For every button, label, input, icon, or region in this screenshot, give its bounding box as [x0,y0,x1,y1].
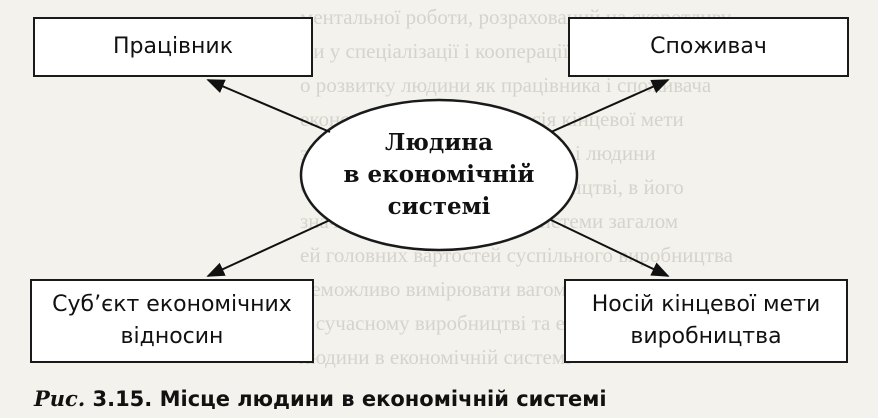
caption-text: Місце людини в економічній системі [159,387,607,411]
center-ellipse [299,98,579,252]
consumer-box: Споживач [568,17,849,77]
economic-subject-label-line-1: Суб’єкт економічних [52,292,292,317]
arrow-to-carrier [550,219,670,277]
figure-caption: Рис. 3.15. Місце людини в економічній си… [34,386,607,411]
goal-carrier-box: Носій кінцевої мети виробництва [564,279,848,363]
worker-label: Працівник [112,34,233,59]
worker-box: Працівник [33,17,313,77]
consumer-label: Споживач [650,34,767,59]
center-node: Людина в економічній системі [305,118,573,232]
economic-subject-box: Суб’єкт економічних відносин [30,279,314,363]
caption-prefix: Рис. [34,386,86,411]
caption-number: 3.15. [92,387,153,411]
center-label-line-3: системі [387,193,491,220]
center-label-line-2: в економічній [343,161,535,188]
economic-subject-label-line-2: відносин [120,324,224,349]
goal-carrier-label-line-1: Носій кінцевої мети [591,292,821,317]
center-label-line-1: Людина [384,129,494,156]
arrow-to-subject [206,219,331,277]
goal-carrier-label-line-2: виробництва [630,324,782,349]
arrow-to-consumer [550,79,670,133]
arrow-to-worker [206,79,331,133]
